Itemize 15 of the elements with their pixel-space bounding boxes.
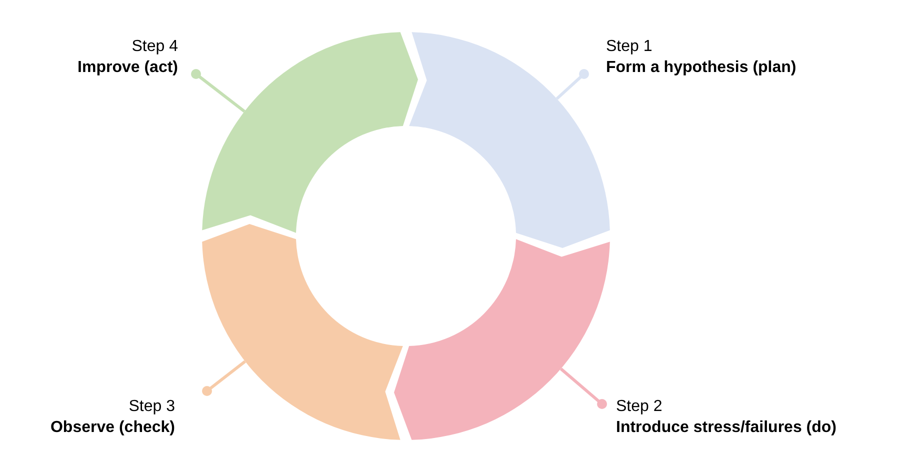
- leader-line: [191, 69, 246, 113]
- step-number: Step 2: [616, 397, 664, 417]
- step-number: Step 3: [128, 397, 175, 417]
- leader-line: [556, 69, 589, 100]
- step-number: Step 1: [606, 37, 654, 57]
- step-title: Observe (check): [50, 418, 175, 438]
- cycle-segment: [202, 224, 403, 440]
- step-title: Introduce stress/failures (do): [616, 418, 836, 438]
- step-title: Improve (act): [78, 58, 178, 78]
- cycle-segment: [202, 32, 418, 233]
- cycle-segment: [394, 239, 610, 440]
- step-title: Form a hypothesis (plan): [606, 58, 796, 78]
- step-number: Step 4: [130, 37, 178, 57]
- leader-line: [202, 360, 246, 396]
- leader-line: [560, 368, 607, 409]
